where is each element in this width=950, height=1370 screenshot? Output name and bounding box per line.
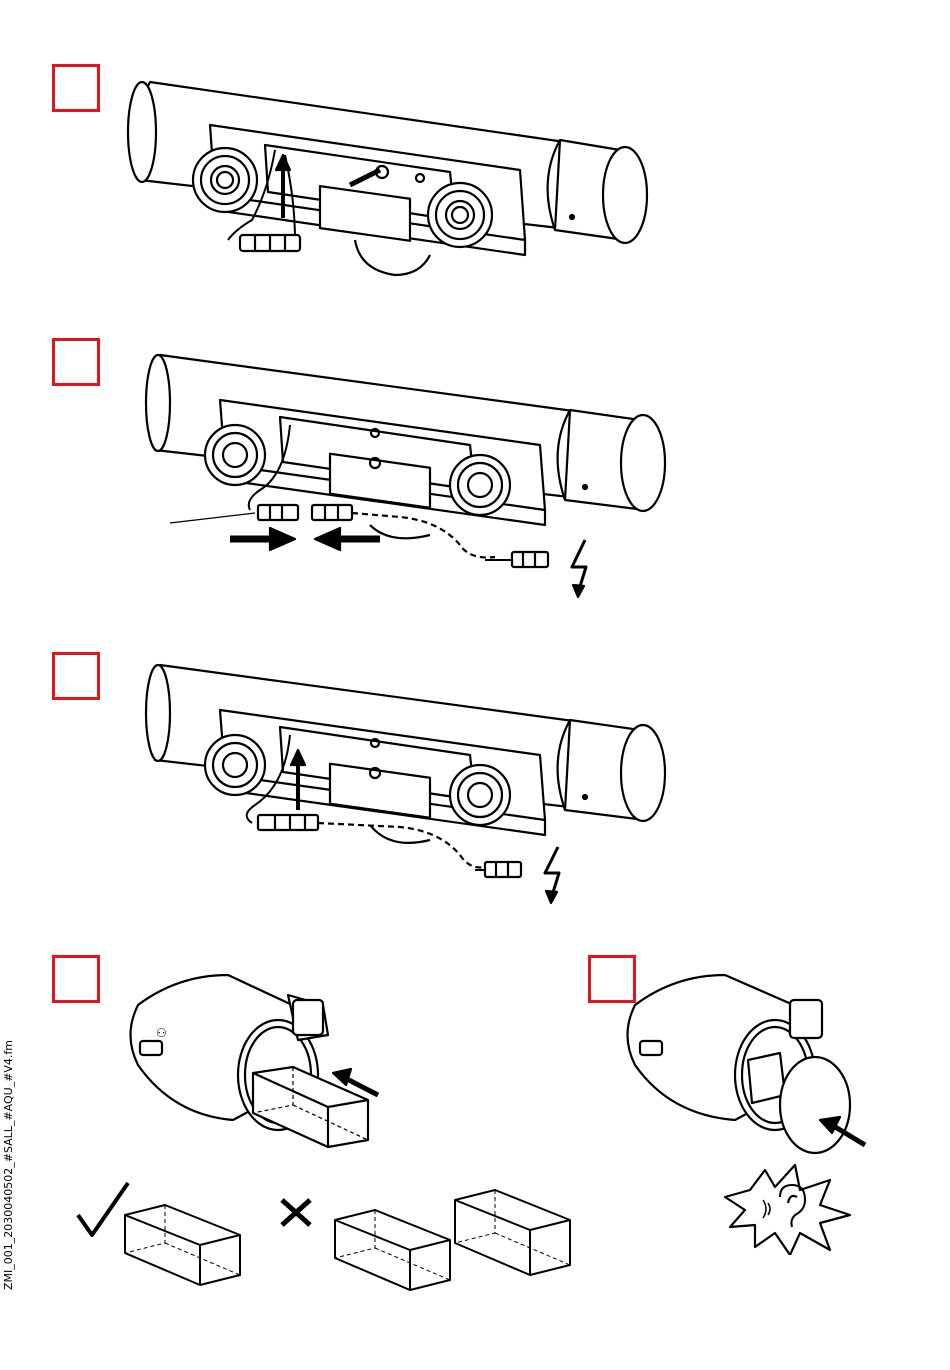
step-4-options (70, 1175, 590, 1300)
step-2-illustration (140, 345, 680, 605)
step-5-illustration (620, 965, 880, 1255)
step-2-checkbox[interactable] (52, 338, 100, 386)
svg-text:⚇: ⚇ (156, 1026, 167, 1040)
step-3-checkbox[interactable] (52, 652, 100, 700)
check-mark-icon (78, 1183, 128, 1235)
step-4-illustration: ⚇ (118, 965, 398, 1175)
step-1-checkbox[interactable] (52, 64, 100, 112)
cross-mark-icon (282, 1200, 310, 1225)
document-code: ZMI_001_2030040502_#SALL_#AQU_#V4.fm (2, 1040, 15, 1290)
step-1-illustration (120, 70, 660, 300)
step-4-checkbox[interactable] (52, 955, 100, 1003)
step-3-illustration (140, 655, 680, 915)
